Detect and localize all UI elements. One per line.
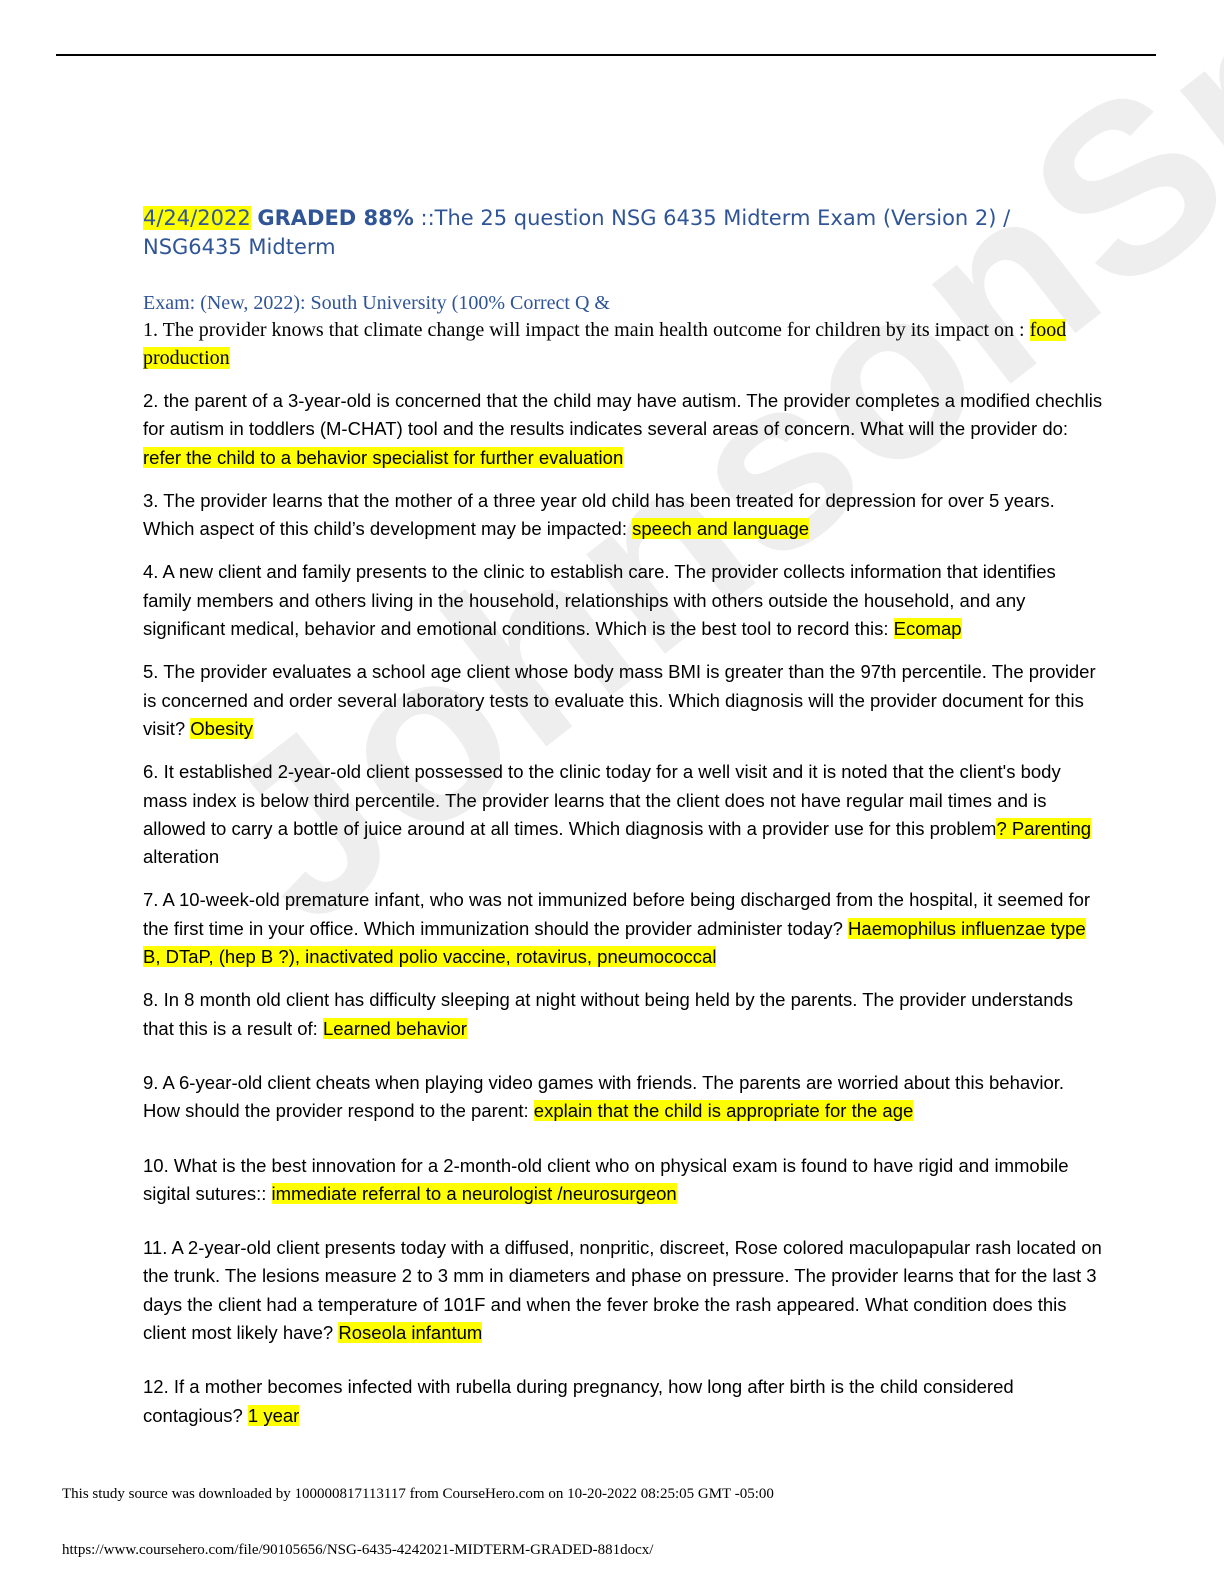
- question-tail: alteration: [143, 846, 220, 868]
- question-11: 11. A 2-year-old client presents today w…: [143, 1234, 1103, 1347]
- question-1: 1. The provider knows that climate chang…: [143, 316, 1103, 372]
- answer-highlight: speech and language: [632, 518, 810, 540]
- source-url[interactable]: https://www.coursehero.com/file/90105656…: [62, 1542, 654, 1558]
- question-2: 2. the parent of a 3-year-old is concern…: [143, 387, 1103, 472]
- question-text: 1. The provider knows that climate chang…: [143, 319, 1030, 341]
- question-12: 12. If a mother becomes infected with ru…: [143, 1373, 1103, 1430]
- question-6: 6. It established 2-year-old client poss…: [143, 758, 1103, 871]
- page-title: 4/24/2022 GRADED 88% ::The 25 question N…: [143, 204, 1103, 262]
- question-7: 7. A 10-week-old premature infant, who w…: [143, 886, 1103, 971]
- answer-highlight: refer the child to a behavior specialist…: [143, 446, 624, 468]
- question-3: 3. The provider learns that the mother o…: [143, 487, 1103, 544]
- question-10: 10. What is the best innovation for a 2-…: [143, 1152, 1103, 1209]
- question-text: 11. A 2-year-old client presents today w…: [143, 1237, 1102, 1344]
- question-text: 4. A new client and family presents to t…: [143, 561, 1056, 640]
- question-text: 10. What is the best innovation for a 2-…: [143, 1154, 1069, 1204]
- question-text: 2. the parent of a 3-year-old is concern…: [143, 390, 1103, 440]
- title-text: ::The 25 question NSG 6435 Midterm Exam …: [143, 206, 1011, 259]
- question-text: 8. In 8 month old client has difficulty …: [143, 989, 1074, 1039]
- title-date: 4/24/2022: [143, 206, 251, 230]
- question-9: 9. A 6-year-old client cheats when playi…: [143, 1069, 1103, 1126]
- question-text: 12. If a mother becomes infected with ru…: [143, 1376, 1014, 1426]
- question-text: 9. A 6-year-old client cheats when playi…: [143, 1071, 1065, 1122]
- page-subtitle: Exam: (New, 2022): South University (100…: [143, 292, 610, 314]
- question-text: 7. A 10-week-old premature infant, who w…: [143, 889, 1091, 939]
- answer-highlight: Ecomap: [893, 618, 962, 640]
- answer-highlight: ? Parenting: [996, 817, 1092, 839]
- question-5: 5. The provider evaluates a school age c…: [143, 658, 1103, 743]
- question-text: 5. The provider evaluates a school age c…: [143, 661, 1096, 739]
- question-text: 3. The provider learns that the mother o…: [143, 489, 1055, 540]
- question-text: 6. It established 2-year-old client poss…: [143, 761, 1061, 839]
- top-rule: [56, 54, 1156, 56]
- answer-highlight: 1 year: [247, 1404, 300, 1426]
- answer-highlight: Roseola infantum: [338, 1322, 483, 1344]
- answer-highlight: Obesity: [190, 717, 254, 739]
- source-notice: This study source was downloaded by 1000…: [62, 1486, 774, 1502]
- document-body: 4/24/2022 GRADED 88% ::The 25 question N…: [143, 204, 1103, 1445]
- answer-highlight: Learned behavior: [322, 1017, 467, 1039]
- answer-highlight: explain that the child is appropriate fo…: [533, 1100, 914, 1122]
- answer-highlight: immediate referral to a neurologist /neu…: [271, 1182, 677, 1204]
- question-8: 8. In 8 month old client has difficulty …: [143, 986, 1103, 1043]
- title-graded: GRADED 88%: [257, 206, 414, 230]
- question-4: 4. A new client and family presents to t…: [143, 558, 1103, 643]
